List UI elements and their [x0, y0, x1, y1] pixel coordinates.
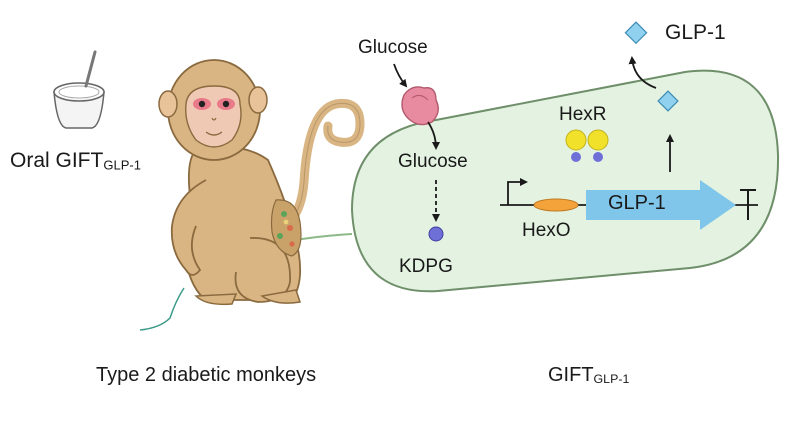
glp1-secreted-label: GLP-1: [665, 21, 726, 44]
transport-arrow: [427, 121, 440, 150]
glucose-uptake-arrow: [393, 63, 408, 88]
hexo-operator-icon: [533, 198, 579, 212]
monkey-tail: [257, 98, 365, 237]
type2-monkeys-label: Type 2 diabetic monkeys: [96, 364, 317, 386]
promoter-arrow-icon: [507, 178, 528, 205]
kdpg-molecule-icon: [428, 226, 444, 242]
glp1-gene-label: GLP-1: [608, 192, 666, 214]
kdpg-label: KDPG: [399, 256, 453, 277]
glp1-gene-arrow: [586, 180, 736, 230]
yogurt-cup-icon: [53, 50, 105, 129]
oral-gift-label: Oral GIFTGLP-1: [10, 149, 141, 173]
hexo-label: HexO: [522, 220, 571, 241]
glucose-outside-label: Glucose: [358, 37, 428, 58]
glucose-transporter-icon: [401, 86, 439, 126]
hexr-repressor-icon: [565, 129, 609, 162]
glp1-diamond-icon: [657, 90, 679, 112]
hexr-label: HexR: [559, 104, 607, 125]
terminator-icon: [740, 189, 756, 220]
bacterium-cell: [350, 69, 780, 293]
gift-glp1-label: GIFTGLP-1: [548, 364, 630, 387]
secretion-arrow: [628, 56, 657, 89]
monkey-illustration: [139, 59, 302, 331]
glp1-secreted-diamond-icon: [624, 21, 648, 45]
glucose-inside-label: Glucose: [398, 151, 468, 172]
gut-connector: [295, 233, 353, 241]
